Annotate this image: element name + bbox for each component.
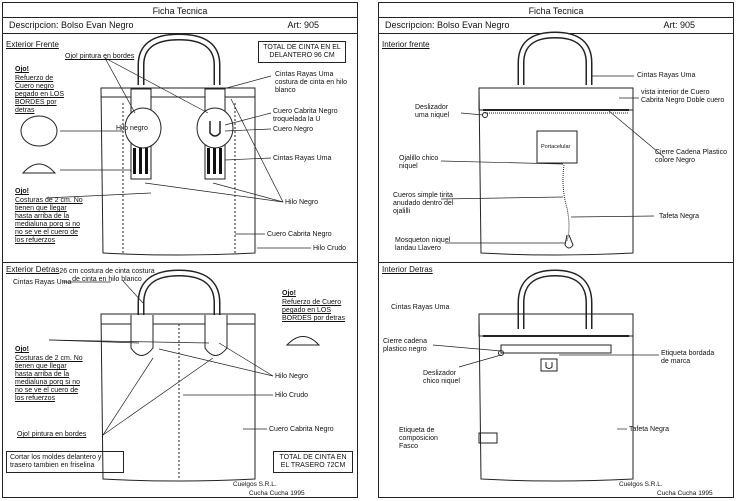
note-cintas-rayas: Cintas Rayas Uma xyxy=(273,155,332,162)
footer-company-right: Cuelgos S.R.L. xyxy=(619,481,663,488)
note-cuero-negro: Cuero Negro xyxy=(273,126,314,133)
note-tape-total-front: TOTAL DE CINTA EN EL DELANTERO 96 CM xyxy=(258,41,346,63)
note-ojo-back-right: Ojo! xyxy=(282,290,296,297)
note-cierre-back: Cierre cadena plastico negro xyxy=(383,338,427,353)
note-deslizador: Deslizador uma niquel xyxy=(415,104,450,119)
note-tafeta-back: Tafeta Negra xyxy=(629,426,670,433)
note-cintas-costura: Cintas Rayas Uma costura de cinta en hil… xyxy=(275,71,347,94)
note-tape-total-back: TOTAL DE CINTA EN EL TRASERO 72CM xyxy=(273,451,353,473)
section-exterior-frente: Exterior Frente xyxy=(6,40,59,49)
note-ojo-2: Ojo! xyxy=(15,188,29,195)
note-hilo-negro-right: Hilo Negro xyxy=(285,199,319,206)
note-cuero-troquelada: Cuero Cabrita Negro troquelada la U xyxy=(273,108,338,123)
note-costuras-back: Costuras de 2 cm. No tienen que llegar h… xyxy=(15,355,83,402)
half-moon-icon xyxy=(21,163,57,174)
note-tafeta: Tafeta Negra xyxy=(659,213,700,220)
note-cortar-friselina: Cortar los moldes delantero y trasero ta… xyxy=(6,451,124,473)
note-cuero-cabrita-back: Cuero Cabrita Negro xyxy=(269,426,334,433)
snap-hook-icon xyxy=(564,234,574,249)
sheet-title-right: Ficha Tecnica xyxy=(528,6,584,16)
note-hilo-crudo-back: Hilo Crudo xyxy=(275,392,309,399)
note-costuras: Costuras de 2 cm. No tienen que llegar h… xyxy=(15,197,83,244)
phone-pocket xyxy=(536,130,578,164)
left-sheet: Ficha Tecnica Descripcion: Bolso Evan Ne… xyxy=(2,2,358,498)
note-tape-26: 26 cm costura de cinta costura de cinta … xyxy=(59,268,155,283)
note-reinforce: Refuerzo de Cuero negro pegado en LOS BO… xyxy=(15,75,65,114)
note-hilo-negro: Hilo negro xyxy=(116,125,148,132)
note-ojo-back-left: Ojo! xyxy=(15,346,29,353)
note-ojo: Ojo! xyxy=(15,66,29,73)
section-interior-detras: Interior Detras xyxy=(382,265,433,274)
footer-company: Cuelgos S.R.L. xyxy=(233,481,277,488)
note-cintas-interior: Cintas Rayas Uma xyxy=(637,72,696,79)
interior-back-bag xyxy=(478,269,634,482)
right-title-bar: Ficha Tecnica xyxy=(379,3,733,18)
note-cierre-cadena: Cierre Cadena Plastico colore Negro xyxy=(655,149,727,164)
back-half-moon-icon xyxy=(285,336,321,346)
section-interior-frente: Interior frente xyxy=(382,40,430,49)
note-reinforce-back: Refuerzo de Cuero pegado en LOS BORDES p… xyxy=(282,299,346,322)
note-cintas-back-interior: Cintas Rayas Uma xyxy=(391,304,450,311)
note-hilo-crudo: Hilo Crudo xyxy=(313,245,347,252)
note-etiqueta-composicion: Etiqueta de composicion Fasco xyxy=(399,427,438,450)
exterior-back-bag xyxy=(100,269,256,482)
note-cintas-back: Cintas Rayas Uma xyxy=(13,279,72,286)
description-right: Descripcion: Bolso Evan Negro xyxy=(385,20,510,30)
footer-brand-right: Cucha Cucha 1995 xyxy=(657,490,713,497)
note-hilo-negro-back: Hilo Negro xyxy=(275,373,309,380)
composition-label-icon xyxy=(478,432,498,444)
left-desc-bar: Descripcion: Bolso Evan Negro Art: 905 xyxy=(3,18,357,34)
right-sheet: Ficha Tecnica Descripcion: Bolso Evan Ne… xyxy=(378,2,734,498)
note-paint-edges: Ojo! pintura en bordes xyxy=(65,53,135,60)
note-deslizador-back: Deslizador chico niquel xyxy=(423,370,460,385)
note-cuero-cabrita: Cuero Cabrita Negro xyxy=(267,231,332,238)
note-ojalillo: Ojalillo chico niquel xyxy=(399,155,439,170)
brand-label-icon xyxy=(540,358,558,372)
right-drawings xyxy=(432,31,665,482)
exterior-front-bag xyxy=(100,33,256,256)
note-paint-edges-back: Ojo! pintura en bordes xyxy=(17,431,87,438)
article-number: Art: 905 xyxy=(287,20,319,30)
article-number-right: Art: 905 xyxy=(663,20,695,30)
note-vista-interior: vista interior de Cuero Cabrita Negro Do… xyxy=(641,89,725,104)
small-slider-icon xyxy=(498,350,504,356)
note-mosqueton: Mosqueton niquel landau Llavero xyxy=(395,237,451,252)
section-divider-right xyxy=(379,262,733,263)
left-title-bar: Ficha Tecnica xyxy=(3,3,357,18)
note-etiqueta-bordada: Etiqueta bordada de marca xyxy=(661,350,715,365)
note-portacelular: Portacelular xyxy=(541,144,571,150)
section-exterior-detras: Exterior Detras xyxy=(6,265,60,274)
left-drawings xyxy=(20,33,321,482)
section-divider xyxy=(3,262,357,263)
footer-brand: Cucha Cucha 1995 xyxy=(249,490,305,497)
sheet-title: Ficha Tecnica xyxy=(152,6,208,16)
note-cueros-tirita: Cueros simple tirita anudado dentro del … xyxy=(393,192,454,215)
description: Descripcion: Bolso Evan Negro xyxy=(9,20,134,30)
interior-front-bag xyxy=(478,31,634,256)
oval-reinforce-icon xyxy=(20,115,58,147)
